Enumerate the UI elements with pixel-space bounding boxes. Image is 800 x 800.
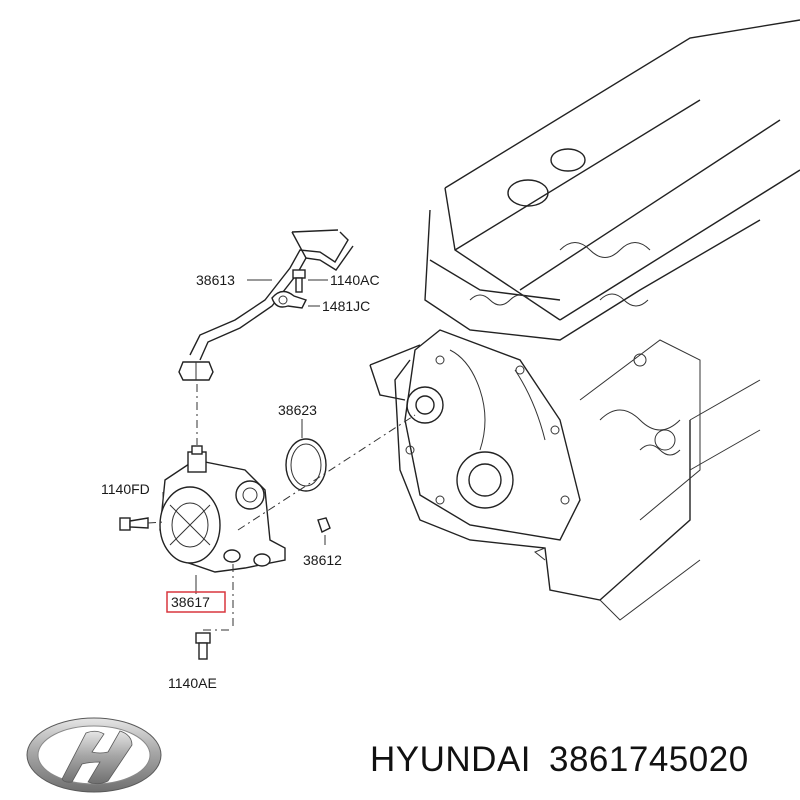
part-highlight-box [166,591,226,613]
label-38613: 38613 [196,272,235,288]
label-38623: 38623 [278,402,317,418]
pin-38612-drawing [317,517,331,533]
label-1140ac: 1140AC [330,272,380,288]
part-number: 3861745020 [549,740,749,779]
engine-block-drawing [369,19,800,621]
clip-1481jc-drawing [271,290,307,309]
leader-lines [147,279,416,631]
vacuum-hose-drawing [178,229,354,381]
o-ring-38623-drawing [285,438,327,492]
label-38617: 38617 [171,594,210,610]
bolt-1140ae-drawing [195,632,211,660]
hyundai-logo-icon [26,717,162,793]
label-1140fd: 1140FD [101,481,150,497]
label-1140ae: 1140AE [168,675,217,691]
bolt-1140ac-drawing [292,269,306,293]
part-labels: 38613 1140AC 1481JC 38623 1140FD 38612 3… [101,272,380,691]
bolt-1140fd-drawing [119,517,149,531]
label-1481jc: 1481JC [322,298,370,314]
brand-name: HYUNDAI [370,740,531,779]
label-38612: 38612 [303,552,342,568]
vacuum-pump-drawing [159,445,286,573]
